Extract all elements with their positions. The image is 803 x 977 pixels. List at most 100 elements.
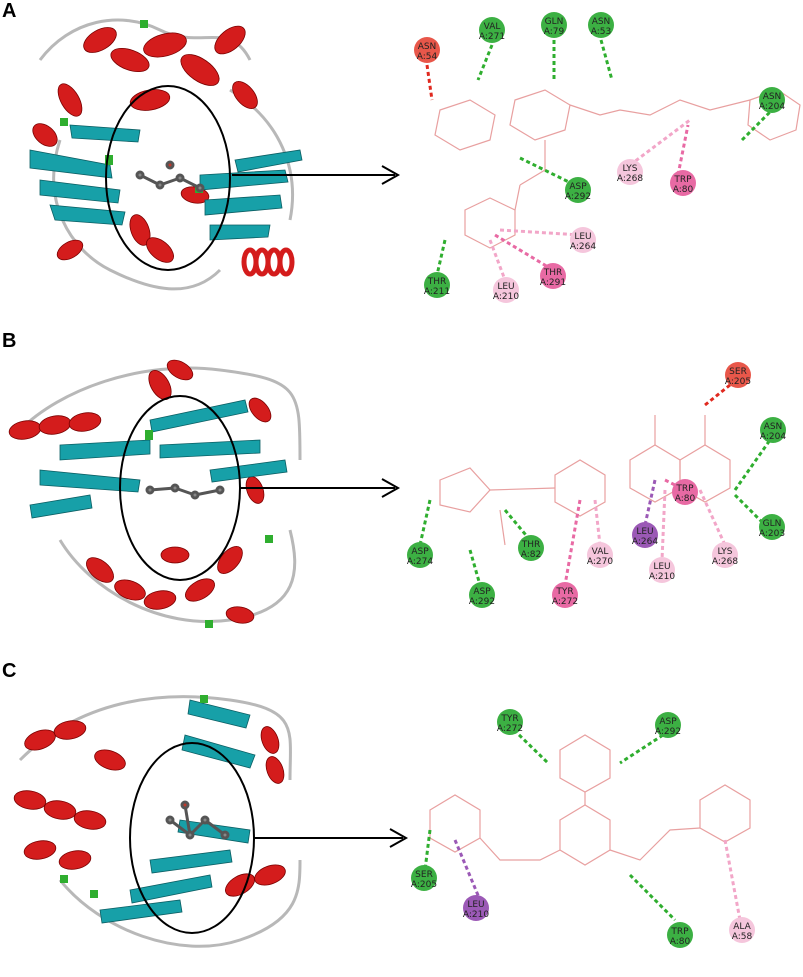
residue-circle bbox=[588, 12, 614, 38]
ligand-sticks-b bbox=[145, 483, 225, 500]
residue-circle bbox=[712, 542, 738, 568]
residue-name: ASN bbox=[592, 17, 611, 27]
residue-circle bbox=[729, 917, 755, 943]
residue-number: A:211 bbox=[424, 287, 450, 297]
residue-name: LYS bbox=[717, 547, 732, 557]
residue-circle bbox=[570, 227, 596, 253]
residue-number: A:205 bbox=[725, 377, 751, 387]
residue-name: LEU bbox=[574, 232, 591, 242]
residue-number: A:271 bbox=[479, 32, 505, 42]
interaction-lines-a bbox=[425, 39, 774, 281]
ligand-2d-c bbox=[429, 734, 751, 866]
panel-b: B bbox=[0, 330, 803, 650]
binding-site-ellipse-a bbox=[105, 85, 231, 271]
residue-number: A:80 bbox=[675, 494, 696, 504]
residue-number: A:82 bbox=[521, 550, 541, 560]
ligand-sticks-c bbox=[165, 800, 230, 840]
residue-circle bbox=[759, 87, 785, 113]
residue-name: LEU bbox=[467, 900, 484, 910]
residue-name: ASP bbox=[569, 182, 587, 192]
residue-name: ASN bbox=[764, 422, 783, 432]
residue-circle bbox=[414, 37, 440, 63]
interaction-lines-c bbox=[423, 728, 742, 922]
residue-circle bbox=[424, 272, 450, 298]
residue-number: A:268 bbox=[712, 557, 738, 567]
residue-number: A:205 bbox=[411, 880, 437, 890]
residue-circle bbox=[759, 514, 785, 540]
residue-name: THR bbox=[427, 277, 447, 287]
residue-name: THR bbox=[543, 268, 563, 278]
residue-number: A:270 bbox=[587, 557, 613, 567]
panel-a-figure: ASNA:54VALA:271GLNA:79ASNA:53ASNA:204LYS… bbox=[29, 12, 801, 303]
residue-number: A:264 bbox=[570, 242, 596, 252]
residue-number: A:268 bbox=[617, 174, 643, 184]
residue-circle bbox=[407, 542, 433, 568]
residues-b: SERA:205ASNA:204GLNA:203TRPA:80LEUA:264L… bbox=[407, 362, 786, 608]
protein-ribbon-a bbox=[29, 18, 303, 291]
residue-name: GLN bbox=[545, 17, 564, 27]
residue-name: TYR bbox=[500, 714, 518, 724]
residue-circle bbox=[540, 263, 566, 289]
arrow-b bbox=[240, 478, 401, 498]
residue-name: TRP bbox=[670, 927, 689, 937]
residue-number: A:80 bbox=[673, 185, 694, 195]
residue-name: LEU bbox=[653, 562, 670, 572]
residue-number: A:210 bbox=[649, 572, 675, 582]
residue-name: VAL bbox=[484, 22, 501, 32]
residue-number: A:203 bbox=[759, 529, 785, 539]
residue-number: A:291 bbox=[540, 278, 566, 288]
panel-label-c: C bbox=[2, 660, 17, 682]
residue-circle bbox=[760, 417, 786, 443]
residue-name: LEU bbox=[497, 282, 514, 292]
residue-circle bbox=[670, 170, 696, 196]
residue-circle bbox=[497, 709, 523, 735]
residue-name: ASP bbox=[659, 717, 677, 727]
residue-number: A:80 bbox=[670, 937, 691, 947]
residue-circle bbox=[617, 159, 643, 185]
residue-number: A:210 bbox=[463, 910, 489, 920]
residue-circle bbox=[469, 582, 495, 608]
residue-name: ASN bbox=[418, 42, 437, 52]
residue-number: A:292 bbox=[565, 192, 591, 202]
residue-number: A:274 bbox=[407, 557, 433, 567]
residue-number: A:292 bbox=[655, 727, 681, 737]
residue-number: A:210 bbox=[493, 292, 519, 302]
residue-number: A:204 bbox=[759, 102, 785, 112]
interaction-lines-b bbox=[418, 383, 772, 586]
panel-b-figure: SERA:205ASNA:204GLNA:203TRPA:80LEUA:264L… bbox=[8, 359, 786, 628]
residues-c: TYRA:272ASPA:292SERA:205LEUA:210TRPA:80A… bbox=[411, 709, 755, 948]
residue-number: A:58 bbox=[732, 932, 753, 942]
residue-name: ALA bbox=[733, 922, 751, 932]
residue-circle bbox=[725, 362, 751, 388]
residue-name: TRP bbox=[673, 175, 692, 185]
residue-name: THR bbox=[521, 540, 541, 550]
panel-c-figure: TYRA:272ASPA:292SERA:205LEUA:210TRPA:80A… bbox=[13, 695, 755, 948]
residue-name: ASP bbox=[473, 587, 491, 597]
residue-number: A:53 bbox=[591, 27, 611, 37]
residue-name: LEU bbox=[636, 527, 653, 537]
residue-circle bbox=[667, 922, 693, 948]
residue-circle bbox=[479, 17, 505, 43]
residue-circle bbox=[411, 865, 437, 891]
